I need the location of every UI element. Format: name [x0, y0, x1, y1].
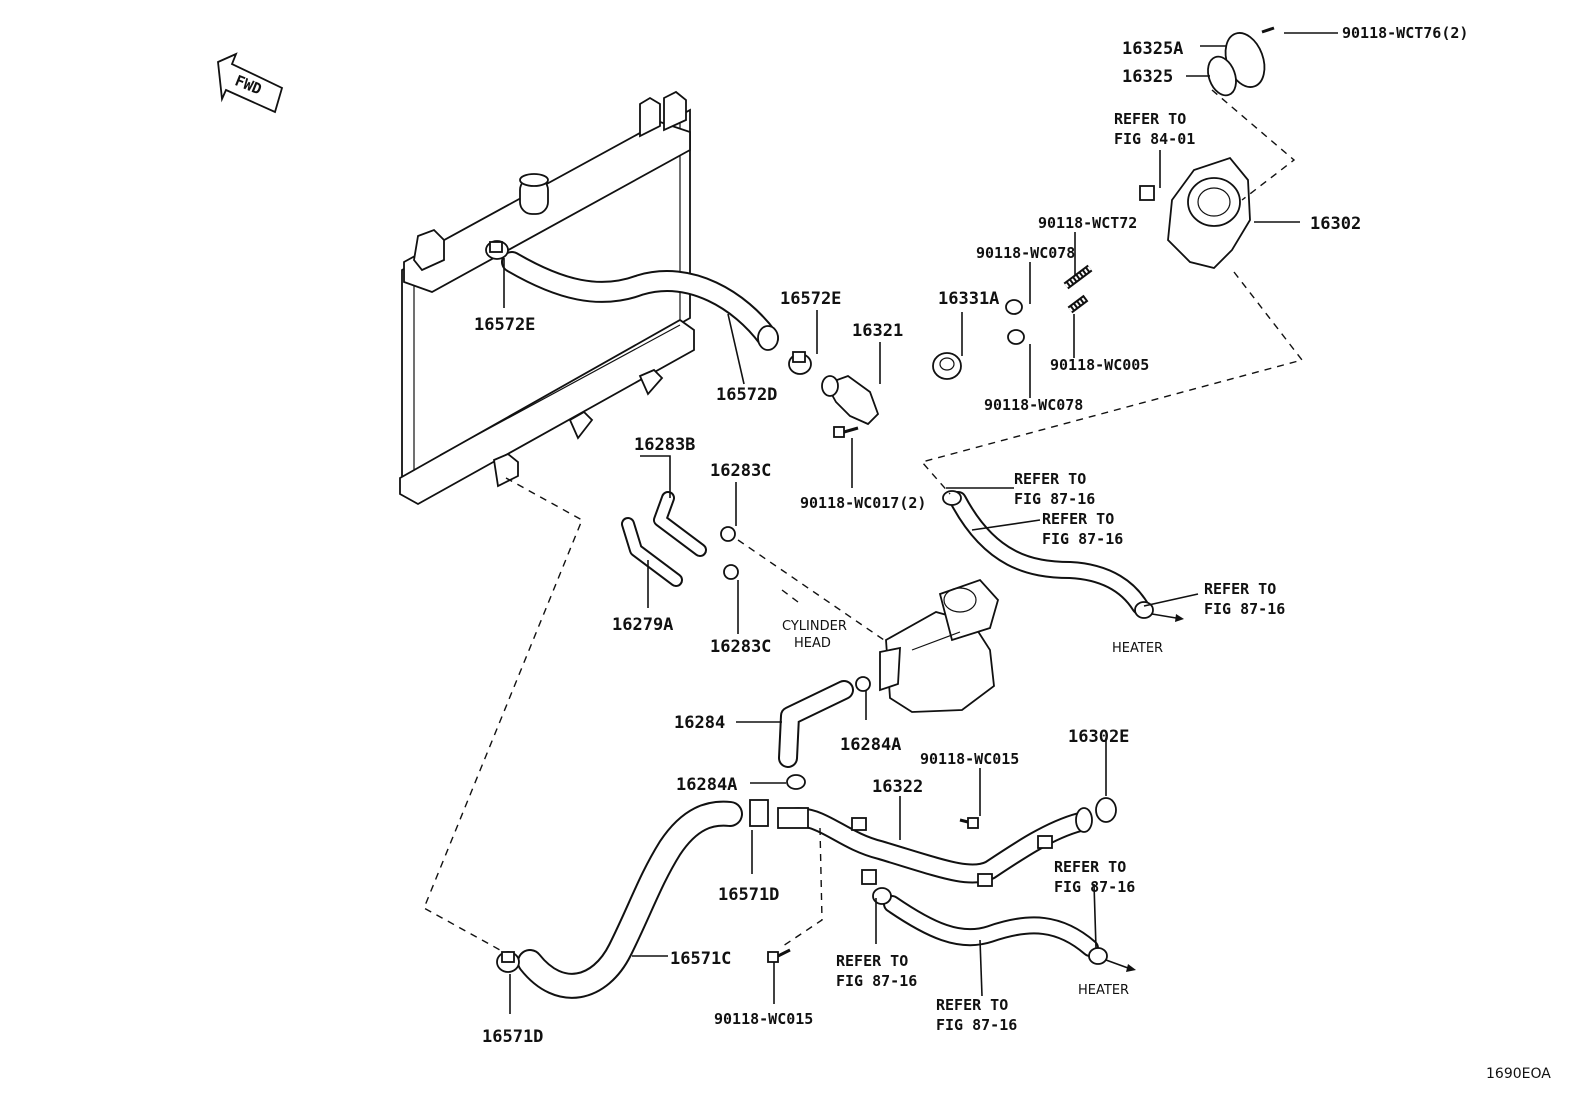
label-90118-WCT72: 90118-WCT72	[1038, 214, 1137, 232]
label-16325A: 16325A	[1122, 39, 1183, 59]
clamp-16572E-upper	[485, 240, 509, 260]
label-16331A: 16331A	[938, 289, 999, 309]
gasket-16325	[1207, 55, 1237, 97]
label-16572E-b: 16572E	[780, 289, 841, 309]
cylinder-head-assembly	[879, 578, 1000, 713]
label-90118-WC017: 90118-WC017(2)	[800, 494, 926, 512]
part-labels: 16325A 16325 90118-WCT76(2) REFER TO FIG…	[474, 24, 1468, 1047]
nut-90118-WC078-a	[1005, 299, 1023, 315]
water-outlet-16321	[821, 374, 880, 426]
clamp-16284A-a	[855, 676, 871, 692]
label-16279A: 16279A	[612, 615, 673, 635]
label-refer-b-line2: FIG 87-16	[1042, 530, 1123, 548]
label-90118-WC078-a: 90118-WC078	[976, 244, 1075, 262]
label-16284A-a: 16284A	[840, 735, 901, 755]
bolt-90118-WC015-b	[767, 948, 791, 963]
label-16302: 16302	[1310, 214, 1361, 234]
figure-code: 1690EOA	[1486, 1066, 1551, 1082]
label-heater-a: HEATER	[1112, 641, 1163, 656]
label-cylinder: CYLINDER	[782, 619, 847, 634]
label-refer-c-line2: FIG 87-16	[1204, 600, 1285, 618]
label-16283B: 16283B	[634, 435, 695, 455]
housing-16302	[1139, 156, 1251, 269]
thermostat-16331A	[932, 352, 962, 380]
heater-hose-lower	[861, 869, 1136, 972]
hose-16284	[778, 680, 854, 768]
label-refer-c-line1: REFER TO	[1204, 580, 1276, 598]
label-16572D: 16572D	[716, 385, 777, 405]
nut-90118-WC078-b	[1007, 329, 1025, 345]
label-90118-WC005: 90118-WC005	[1050, 356, 1149, 374]
label-refer-84-01-line1: REFER TO	[1114, 110, 1186, 128]
label-head: HEAD	[794, 636, 831, 651]
label-refer-f-line2: FIG 87-16	[936, 1016, 1017, 1034]
label-90118-WCT76: 90118-WCT76(2)	[1342, 24, 1468, 42]
upper-hose-16572D	[501, 251, 779, 351]
clamp-16571D-lower	[496, 951, 520, 973]
label-refer-a-line2: FIG 87-16	[1014, 490, 1095, 508]
leader-lines	[503, 32, 1338, 1014]
stud-90118-WCT72	[1063, 264, 1093, 290]
label-16284A-b: 16284A	[676, 775, 737, 795]
clamp-16284A-b	[786, 774, 806, 790]
label-refer-d-line1: REFER TO	[1054, 858, 1126, 876]
clamp-16572E-lower	[788, 351, 812, 375]
label-90118-WC015-a: 90118-WC015	[920, 750, 1019, 768]
label-refer-f-line1: REFER TO	[936, 996, 1008, 1014]
label-16325: 16325	[1122, 67, 1173, 87]
label-refer-e-line2: FIG 87-16	[836, 972, 917, 990]
label-refer-e-line1: REFER TO	[836, 952, 908, 970]
clamp-16283C-a	[720, 526, 736, 542]
water-pipe-16322	[780, 807, 1093, 887]
label-16283C-b: 16283C	[710, 637, 771, 657]
label-refer-b-line1: REFER TO	[1042, 510, 1114, 528]
label-90118-WC078-b: 90118-WC078	[984, 396, 1083, 414]
hose-16283B	[653, 491, 707, 557]
dashed-reference-lines	[423, 89, 1304, 951]
gasket-16302E	[1095, 797, 1117, 823]
label-16572E-a: 16572E	[474, 315, 535, 335]
lower-hose-16571C	[517, 800, 743, 999]
label-90118-WC015-b: 90118-WC015	[714, 1010, 813, 1028]
bolt-90118-WCT76	[1261, 26, 1275, 34]
label-16302E: 16302E	[1068, 727, 1129, 747]
fwd-arrow-icon: FWD	[217, 52, 284, 114]
hose-16279A	[621, 517, 683, 587]
label-16284: 16284	[674, 713, 725, 733]
bolt-90118-WC017	[833, 426, 859, 438]
label-16322: 16322	[872, 777, 923, 797]
bolt-90118-WC015-a	[959, 817, 979, 829]
stud-90118-WC005	[1067, 294, 1089, 314]
label-16571D-b: 16571D	[482, 1027, 543, 1047]
heater-hose-upper	[942, 490, 1184, 622]
label-16283C-a: 16283C	[710, 461, 771, 481]
label-16571D-a: 16571D	[718, 885, 779, 905]
label-refer-a-line1: REFER TO	[1014, 470, 1086, 488]
radiator	[399, 90, 695, 506]
label-refer-d-line2: FIG 87-16	[1054, 878, 1135, 896]
label-heater-b: HEATER	[1078, 983, 1129, 998]
clamp-16283C-b	[723, 564, 739, 580]
label-16571C: 16571C	[670, 949, 731, 969]
label-16321: 16321	[852, 321, 903, 341]
clamp-16571D-upper	[749, 799, 809, 829]
label-refer-84-01-line2: FIG 84-01	[1114, 130, 1195, 148]
